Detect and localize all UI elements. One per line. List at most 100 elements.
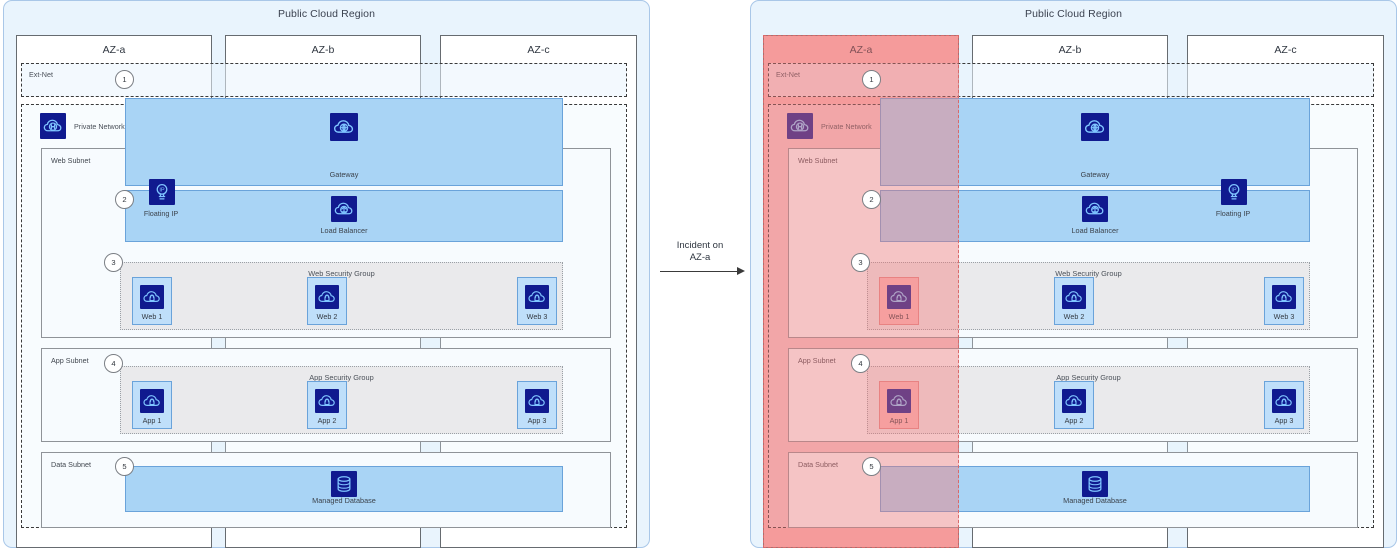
cloud-network-icon: [787, 113, 813, 139]
node-web-1[interactable]: Web 1: [879, 277, 919, 325]
floating-ip[interactable]: IP Floating IP: [1216, 179, 1250, 218]
node-label-web-2: Web 2: [316, 312, 338, 321]
node-label-app-3: App 3: [1274, 416, 1294, 425]
callout-3[interactable]: 3: [104, 253, 123, 272]
node-web-2[interactable]: Web 2: [1054, 277, 1094, 325]
subnet-label-0: Web Subnet: [51, 156, 91, 165]
az-label-az-a: AZ-a: [849, 44, 873, 56]
cloud-gateway-icon: [330, 113, 358, 141]
load-balancer-label: Load Balancer: [1071, 226, 1119, 235]
cloud-lock-instance-icon: [315, 285, 339, 309]
ext-net-label: Ext-Net: [776, 70, 800, 79]
node-label-web-3: Web 3: [1273, 312, 1295, 321]
az-label-az-c: AZ-c: [527, 44, 550, 56]
node-app-2[interactable]: App 2: [1054, 381, 1094, 429]
app-security-group-label: App Security Group: [1056, 373, 1121, 382]
web-security-group-label: Web Security Group: [308, 269, 375, 278]
cloud-lock-instance-icon: [887, 389, 911, 413]
cloud-lock-instance-icon: [140, 285, 164, 309]
node-label-app-2: App 2: [317, 416, 337, 425]
cloud-lock-instance-icon: [1062, 389, 1086, 413]
node-app-3[interactable]: App 3: [517, 381, 557, 429]
az-label-az-b: AZ-b: [1058, 44, 1082, 56]
cloud-load-balancer-icon: [331, 196, 357, 222]
web-security-group-label: Web Security Group: [1055, 269, 1122, 278]
svg-text:IP: IP: [1231, 188, 1237, 194]
node-web-3[interactable]: Web 3: [517, 277, 557, 325]
ext-net-container: Ext-Net: [21, 63, 627, 97]
floating-ip-label: Floating IP: [1215, 209, 1251, 218]
callout-1[interactable]: 1: [862, 70, 881, 89]
cloud-load-balancer-icon: [1082, 196, 1108, 222]
gateway-label: Gateway: [329, 170, 359, 179]
gateway-band: Gateway: [125, 98, 563, 186]
transition-label: Incident on AZ-a: [676, 240, 724, 263]
cloud-lock-instance-icon: [887, 285, 911, 309]
subnet-label-1: App Subnet: [51, 356, 89, 365]
database-icon: [1082, 471, 1108, 497]
svg-text:IP: IP: [159, 188, 165, 194]
node-app-2[interactable]: App 2: [307, 381, 347, 429]
ext-net-label: Ext-Net: [29, 70, 53, 79]
az-label-az-c: AZ-c: [1274, 44, 1297, 56]
cloud-lock-instance-icon: [525, 285, 549, 309]
az-label-az-a: AZ-a: [102, 44, 126, 56]
private-network-label: Private Network: [74, 122, 125, 131]
node-label-app-3: App 3: [527, 416, 547, 425]
node-label-web-1: Web 1: [888, 312, 910, 321]
subnet-label-2: Data Subnet: [798, 460, 838, 469]
node-web-1[interactable]: Web 1: [132, 277, 172, 325]
gateway-band: Gateway: [880, 98, 1310, 186]
callout-5[interactable]: 5: [862, 457, 881, 476]
cloud-lock-instance-icon: [525, 389, 549, 413]
app-security-group-label: App Security Group: [309, 373, 374, 382]
cloud-lock-instance-icon: [1062, 285, 1086, 309]
gateway-label: Gateway: [1080, 170, 1110, 179]
cloud-network-icon: [40, 113, 66, 139]
subnet-label-1: App Subnet: [798, 356, 836, 365]
floating-ip-icon: IP: [1221, 179, 1247, 205]
node-web-3[interactable]: Web 3: [1264, 277, 1304, 325]
callout-1[interactable]: 1: [115, 70, 134, 89]
private-network-label: Private Network: [821, 122, 872, 131]
database-label: Managed Database: [312, 496, 376, 505]
cloud-gateway-icon: [1081, 113, 1109, 141]
cloud-lock-instance-icon: [140, 389, 164, 413]
load-balancer-band: Load Balancer: [125, 190, 563, 242]
node-label-app-1: App 1: [889, 416, 909, 425]
database-label: Managed Database: [1063, 496, 1127, 505]
managed-database-band: Managed Database: [125, 466, 563, 512]
callout-3[interactable]: 3: [851, 253, 870, 272]
node-app-1[interactable]: App 1: [132, 381, 172, 429]
ext-net-container: Ext-Net: [768, 63, 1374, 97]
callout-2[interactable]: 2: [115, 190, 134, 209]
subnet-label-2: Data Subnet: [51, 460, 91, 469]
node-web-2[interactable]: Web 2: [307, 277, 347, 325]
region-title: Public Cloud Region: [277, 8, 376, 20]
managed-database-band: Managed Database: [880, 466, 1310, 512]
cloud-lock-instance-icon: [315, 389, 339, 413]
node-label-web-1: Web 1: [141, 312, 163, 321]
node-label-app-2: App 2: [1064, 416, 1084, 425]
node-app-1[interactable]: App 1: [879, 381, 919, 429]
load-balancer-label: Load Balancer: [320, 226, 368, 235]
subnet-label-0: Web Subnet: [798, 156, 838, 165]
transition-arrow-line: [660, 271, 738, 272]
callout-4[interactable]: 4: [104, 354, 123, 373]
node-app-3[interactable]: App 3: [1264, 381, 1304, 429]
callout-4[interactable]: 4: [851, 354, 870, 373]
node-label-web-2: Web 2: [1063, 312, 1085, 321]
database-icon: [331, 471, 357, 497]
callout-2[interactable]: 2: [862, 190, 881, 209]
node-label-web-3: Web 3: [526, 312, 548, 321]
callout-5[interactable]: 5: [115, 457, 134, 476]
transition-arrow-head: [737, 267, 745, 275]
node-label-app-1: App 1: [142, 416, 162, 425]
